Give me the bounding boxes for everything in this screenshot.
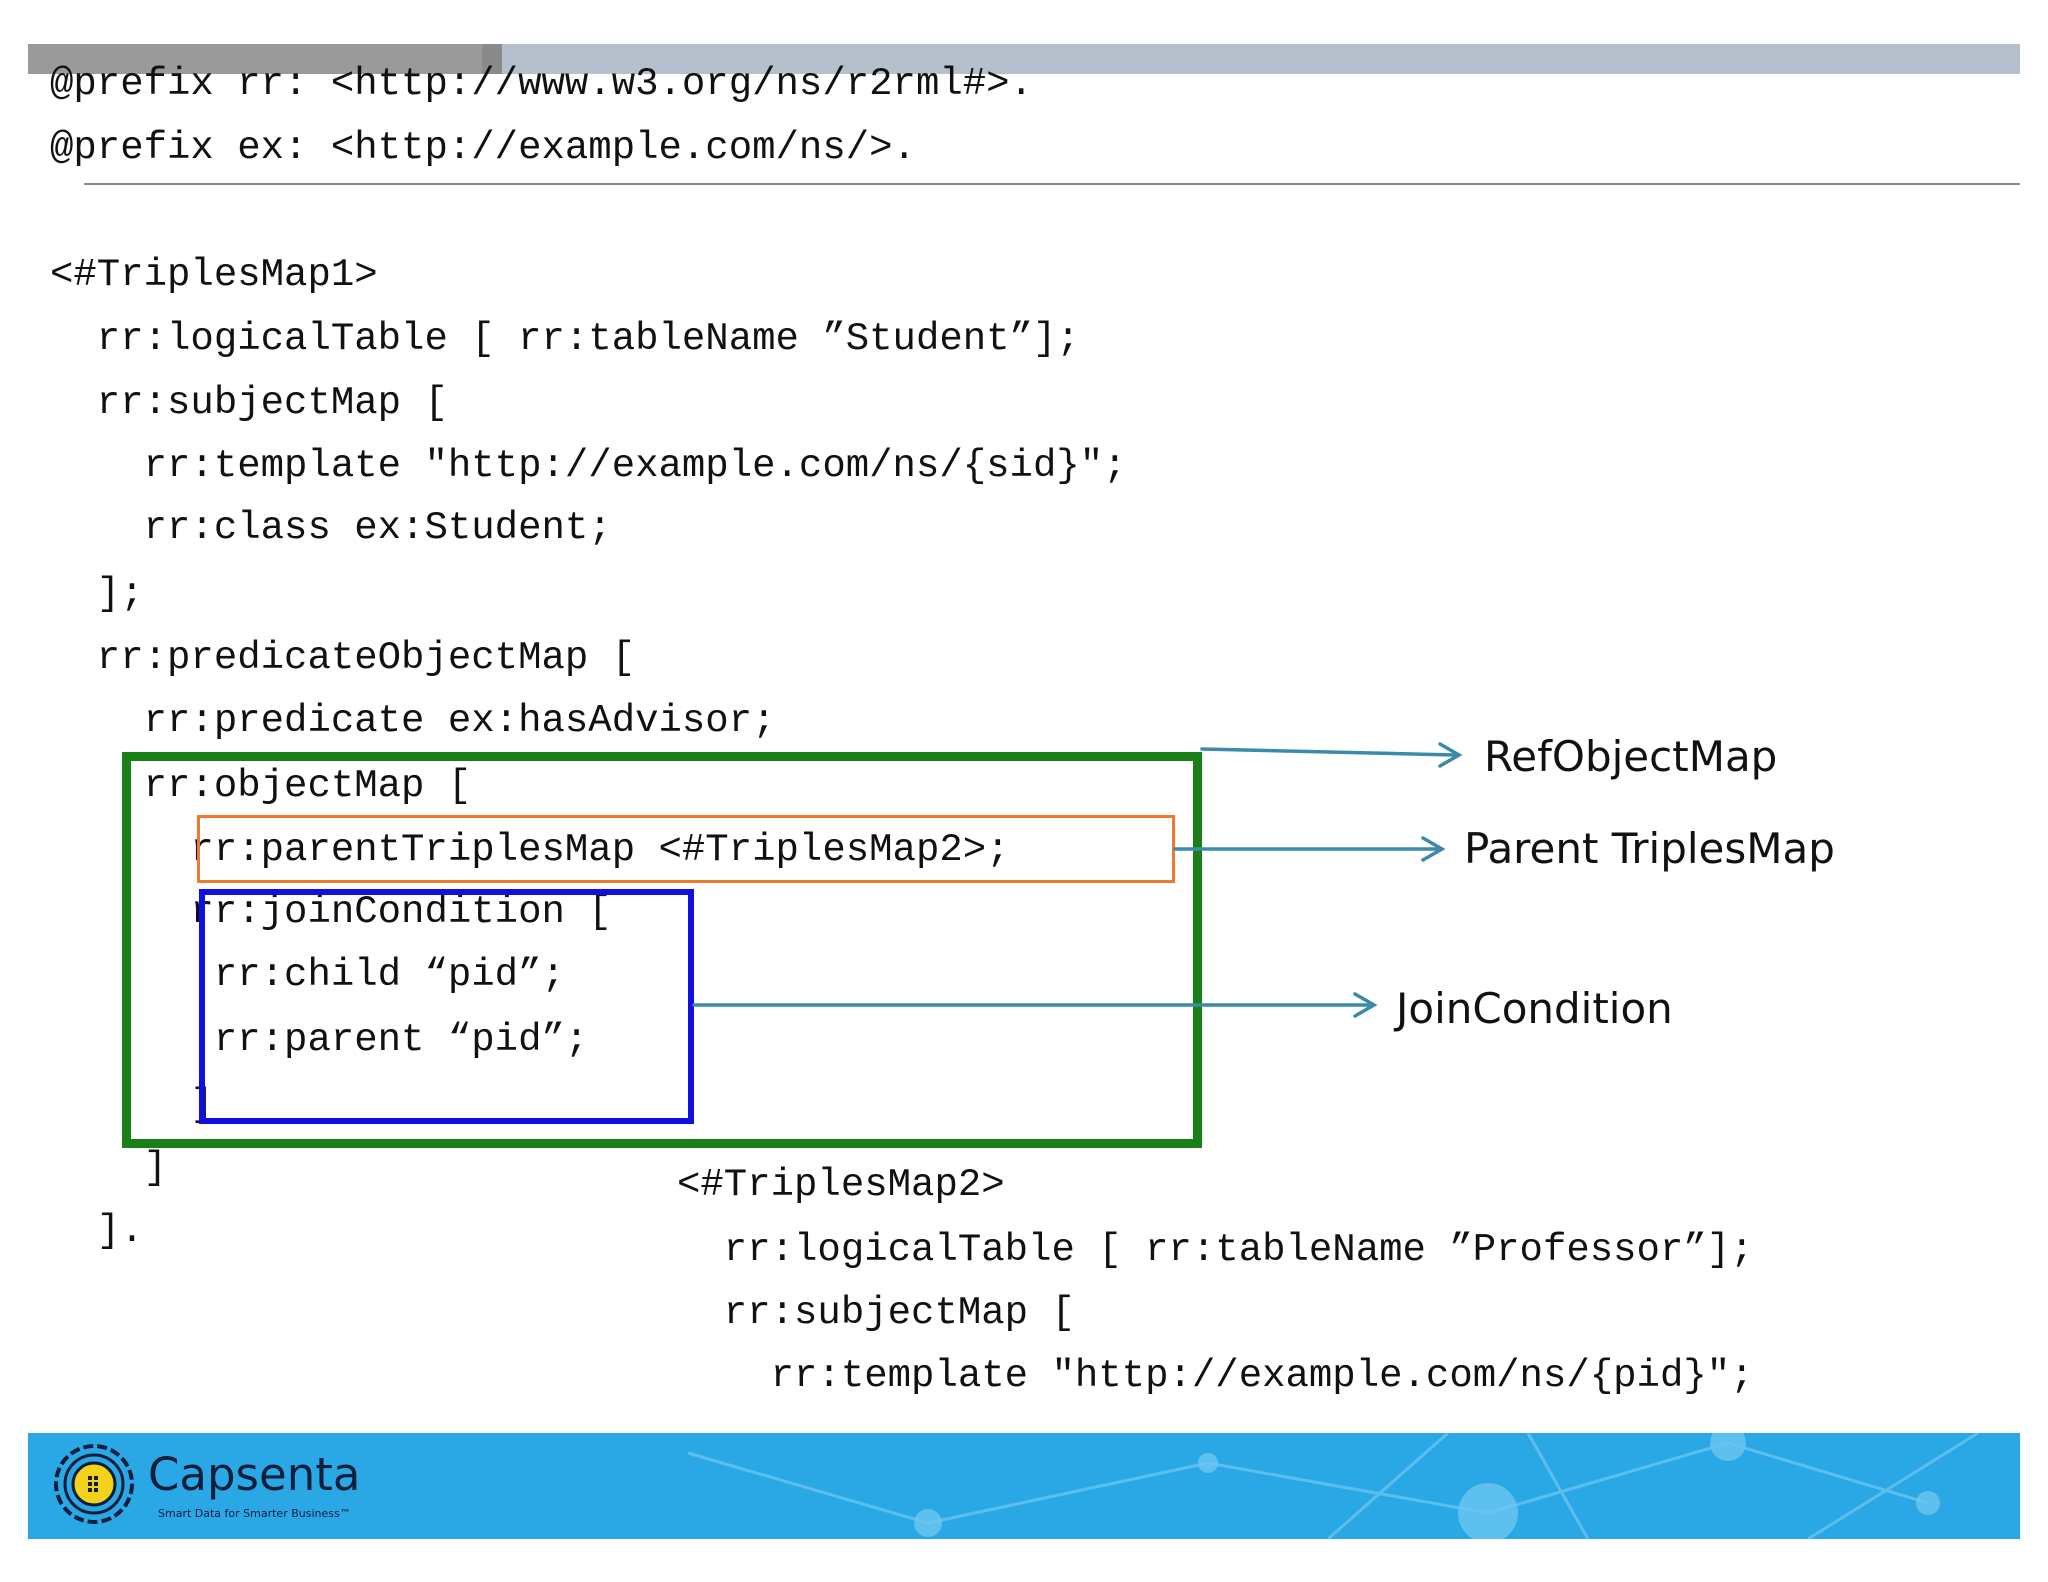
code-line: ]; [50,572,144,616]
code-line: rr:subjectMap [ [677,1291,1075,1335]
code-line: <#TriplesMap2> [677,1163,1005,1207]
code-line: rr:parentTriplesMap <#TriplesMap2>; [50,828,1010,872]
ref-object-map-label: RefObjectMap [1484,732,1778,781]
parent-triples-map-label: Parent TriplesMap [1464,824,1835,873]
code-line: <#TriplesMap1> [50,253,378,297]
ref-object-map-box [122,752,1202,1148]
code-line: ] [50,1146,168,1190]
code-line: rr:class ex:Student; [50,506,612,550]
parent-triples-map-arrowhead [1421,836,1446,862]
ref-object-map-arrowhead [1438,742,1463,768]
title-bar [502,44,2020,74]
network-pattern [687,1433,1979,1539]
title-bar-accent [28,44,502,74]
code-line: rr:joinCondition [ [50,890,612,934]
brand-name: Capsenta [148,1448,361,1501]
code-line: rr:predicate ex:hasAdvisor; [50,699,776,743]
join-condition-arrowhead [1353,992,1378,1018]
code-line: ]. [50,1209,144,1253]
code-line: rr:template "http://example.com/ns/{pid}… [677,1354,1754,1398]
code-line: rr:objectMap [ [50,764,472,808]
code-line: rr:child “pid”; [50,953,565,997]
code-line: rr:parent “pid”; [50,1018,589,1062]
code-line: rr:logicalTable [ rr:tableName ”Professo… [677,1228,1754,1272]
divider [84,183,2020,185]
join-condition-label: JoinCondition [1396,984,1673,1033]
code-line: rr:logicalTable [ rr:tableName ”Student”… [50,317,1080,361]
prefix-line-rr: @prefix rr: <http://www.w3.org/ns/r2rml#… [50,62,1033,106]
code-line: rr:template "http://example.com/ns/{sid}… [50,444,1127,488]
code-line: rr:subjectMap [ [50,381,448,425]
ref-object-map-arrow [1200,747,1457,757]
join-condition-box [199,889,694,1124]
code-line: rr:predicateObjectMap [ [50,636,636,680]
brand-tagline: Smart Data for Smarter Business™ [158,1507,351,1520]
capsenta-logo-icon [54,1444,134,1524]
footer-banner [28,1433,2020,1539]
prefix-line-ex: @prefix ex: <http://example.com/ns/>. [50,126,916,170]
